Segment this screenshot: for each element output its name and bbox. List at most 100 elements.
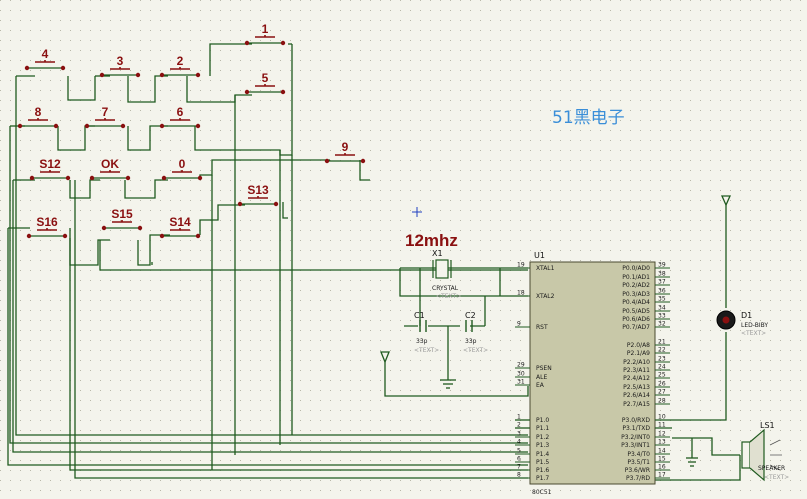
crystal-ref: X1 — [432, 249, 443, 258]
button-2[interactable]: 2 — [159, 54, 201, 78]
mcu-pin-number: 31 — [517, 379, 525, 386]
mcu-pin-number: 28 — [658, 398, 666, 405]
mcu-pin-name: P3.3/INT1 — [621, 442, 650, 449]
crystal-x1[interactable]: X1 CRYSTAL <TEXT> — [432, 249, 461, 300]
button-9[interactable]: 9 — [324, 140, 366, 164]
mcu-pin-name: P1.3 — [536, 442, 549, 449]
button-5[interactable]: 5 — [244, 71, 286, 95]
mcu-pin-name: P3.6/WR — [625, 467, 650, 474]
mcu-pin-number: 25 — [658, 372, 666, 379]
mcu-pin-number: 35 — [658, 296, 666, 303]
mcu-pin-name: P2.3/A11 — [623, 367, 650, 374]
button-6[interactable]: 6 — [159, 105, 201, 129]
mcu-pin-name: EA — [536, 382, 545, 389]
button-7[interactable]: 7 — [84, 105, 126, 129]
mcu-pin-name: P0.5/AD5 — [622, 308, 650, 315]
mcu-pin-number: 11 — [658, 422, 666, 429]
mcu-pin-name: P0.3/AD3 — [622, 291, 650, 298]
button-label: 6 — [177, 105, 184, 119]
speaker-ls1[interactable]: LS1 SPEAKER <TEXT> — [741, 421, 789, 482]
button-8[interactable]: 8 — [17, 105, 59, 129]
capacitor-c1[interactable]: C1 33p <TEXT> — [414, 311, 439, 354]
mcu-pin-name: P3.5/T1 — [627, 459, 650, 466]
mcu-pin-name: PSEN — [536, 365, 552, 372]
mcu-pin-name: P3.4/T0 — [627, 451, 650, 458]
button-s15[interactable]: S15 — [101, 207, 143, 231]
mcu-pin-number: 29 — [517, 362, 525, 369]
button-label: 9 — [342, 140, 349, 154]
button-s12[interactable]: S12 — [29, 157, 71, 181]
button-label: S13 — [247, 183, 269, 197]
mcu-pin-name: P2.7/A15 — [623, 401, 650, 408]
led-d1[interactable]: D1 LED-BIBY <TEXT> — [716, 310, 768, 337]
mcu-pin-name: P1.4 — [536, 451, 549, 458]
mcu-pin-number: 37 — [658, 279, 666, 286]
button-s13[interactable]: S13 — [237, 183, 279, 207]
mcu-pin-name: P1.6 — [536, 467, 549, 474]
button-4[interactable]: 4 — [24, 47, 66, 71]
mcu-pin-number: 1 — [517, 414, 521, 421]
button-ok[interactable]: OK — [89, 157, 131, 181]
mcu-right-pin: 35 P0.4/AD4 — [622, 296, 670, 306]
mcu-right-pin: 24 P2.3/A11 — [623, 364, 670, 374]
mcu-left-pin: 29 PSEN — [515, 362, 552, 372]
button-label: 0 — [179, 157, 186, 171]
button-s14[interactable]: S14 — [159, 215, 201, 239]
mcu-pin-name: P0.4/AD4 — [622, 299, 650, 306]
mcu-pin-number: 19 — [517, 262, 525, 269]
vcc-arrow-ea — [380, 351, 390, 364]
capacitor-c1-text: <TEXT> — [414, 347, 439, 354]
brand-label: 51黑电子 — [552, 108, 625, 128]
button-label: 7 — [102, 105, 109, 119]
mcu-pin-name: P3.0/RXD — [622, 417, 650, 424]
button-0[interactable]: 0 — [161, 157, 203, 181]
led-value: LED-BIBY — [741, 322, 768, 329]
speaker-value: SPEAKER — [758, 465, 785, 472]
mcu-pin-name: P2.6/A14 — [623, 392, 650, 399]
mcu-pin-name: P2.2/A10 — [623, 359, 650, 366]
mcu-pin-number: 16 — [658, 464, 666, 471]
led-text: <TEXT> — [741, 330, 766, 337]
mcu-pin-number: 7 — [517, 464, 521, 471]
mcu-pin-name: P2.0/A8 — [627, 342, 650, 349]
vcc-arrow-led — [720, 195, 732, 207]
mcu-pin-number: 2 — [517, 422, 521, 429]
mcu-pin-name: P3.1/TXD — [622, 425, 650, 432]
speaker-text: <TEXT> — [764, 474, 789, 481]
capacitor-c2-text: <TEXT> — [463, 347, 488, 354]
mcu-pin-name: P3.2/INT0 — [621, 434, 650, 441]
capacitor-c2[interactable]: C2 33p <TEXT> — [463, 311, 488, 354]
mcu-right-pin: 11 P3.1/TXD — [622, 422, 670, 432]
crystal-frequency-label: 12mhz — [405, 231, 458, 250]
button-1[interactable]: 1 — [244, 22, 286, 46]
cursor-cross-icon — [412, 207, 422, 217]
button-3[interactable]: 3 — [99, 54, 141, 78]
mcu-pin-name: P3.7/RD — [626, 475, 650, 482]
button-s16[interactable]: S16 — [26, 215, 68, 239]
mcu-pin-name: P2.1/A9 — [627, 350, 650, 357]
mcu-pin-name: P0.2/AD2 — [622, 282, 650, 289]
capacitor-c2-value: 33p — [465, 338, 477, 345]
mcu-pin-number: 39 — [658, 262, 666, 269]
mcu-pin-number: 24 — [658, 364, 666, 371]
